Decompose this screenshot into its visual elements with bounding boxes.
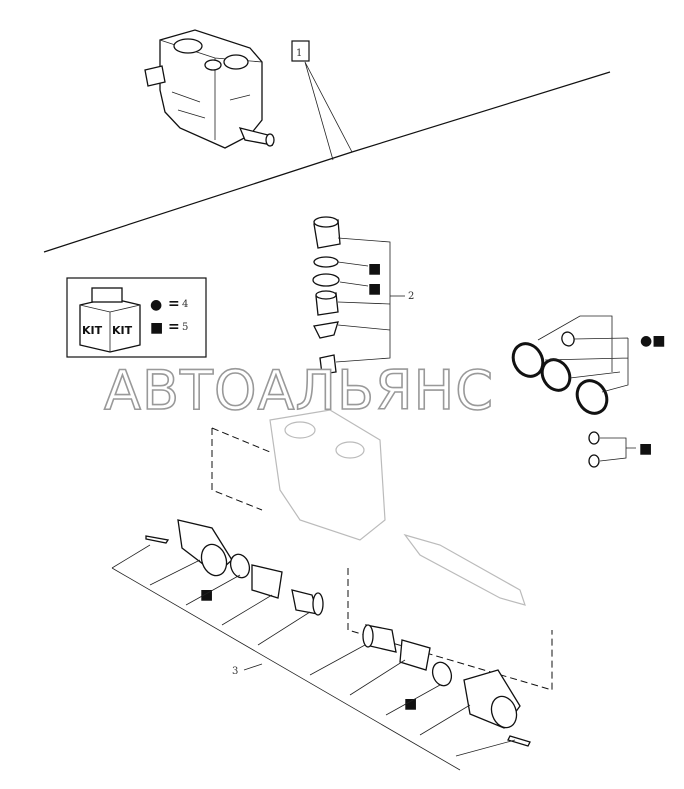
- assembly-callout-number: 1: [296, 48, 302, 59]
- assembly-callout-box: [291, 40, 310, 62]
- legend-square-ref: 5: [182, 322, 188, 333]
- right-seal-square-marker: ■: [404, 696, 417, 712]
- plug-seal-square-marker-1: ■: [368, 261, 381, 277]
- legend-equals-circle: =: [168, 296, 180, 312]
- legend-circle-ref: 4: [182, 299, 188, 310]
- valve-assembly-drawing: [144, 29, 275, 149]
- left-end-cap-group: [145, 519, 324, 616]
- plug-seal-square-marker-2: ■: [368, 281, 381, 297]
- kit-box-label-left: KIT: [82, 324, 103, 337]
- left-seal-square-marker: ■: [200, 587, 213, 603]
- legend-square-symbol: ■: [150, 320, 163, 336]
- legend-equals-square: =: [168, 319, 180, 335]
- o-ring-set: [511, 331, 609, 415]
- watermark-text: АВТОАЛЬЯНС: [104, 359, 494, 422]
- separator-line: [43, 71, 611, 253]
- spool-kit-callout-number: 3: [232, 666, 238, 677]
- small-o-rings: [588, 431, 600, 468]
- plug-stack: [312, 216, 341, 375]
- valve-body-ghost: [269, 409, 526, 606]
- kit-box-label-right: KIT: [112, 324, 133, 337]
- right-end-cap-group: [362, 624, 531, 747]
- kit-legend: KIT KIT ● = 4 ■ = 5: [66, 277, 207, 358]
- legend-circle-symbol: ●: [150, 297, 162, 313]
- small-o-ring-square-marker: ■: [639, 441, 652, 457]
- o-ring-set-markers: ●■: [640, 333, 665, 349]
- plug-kit-callout-number: 2: [408, 291, 414, 302]
